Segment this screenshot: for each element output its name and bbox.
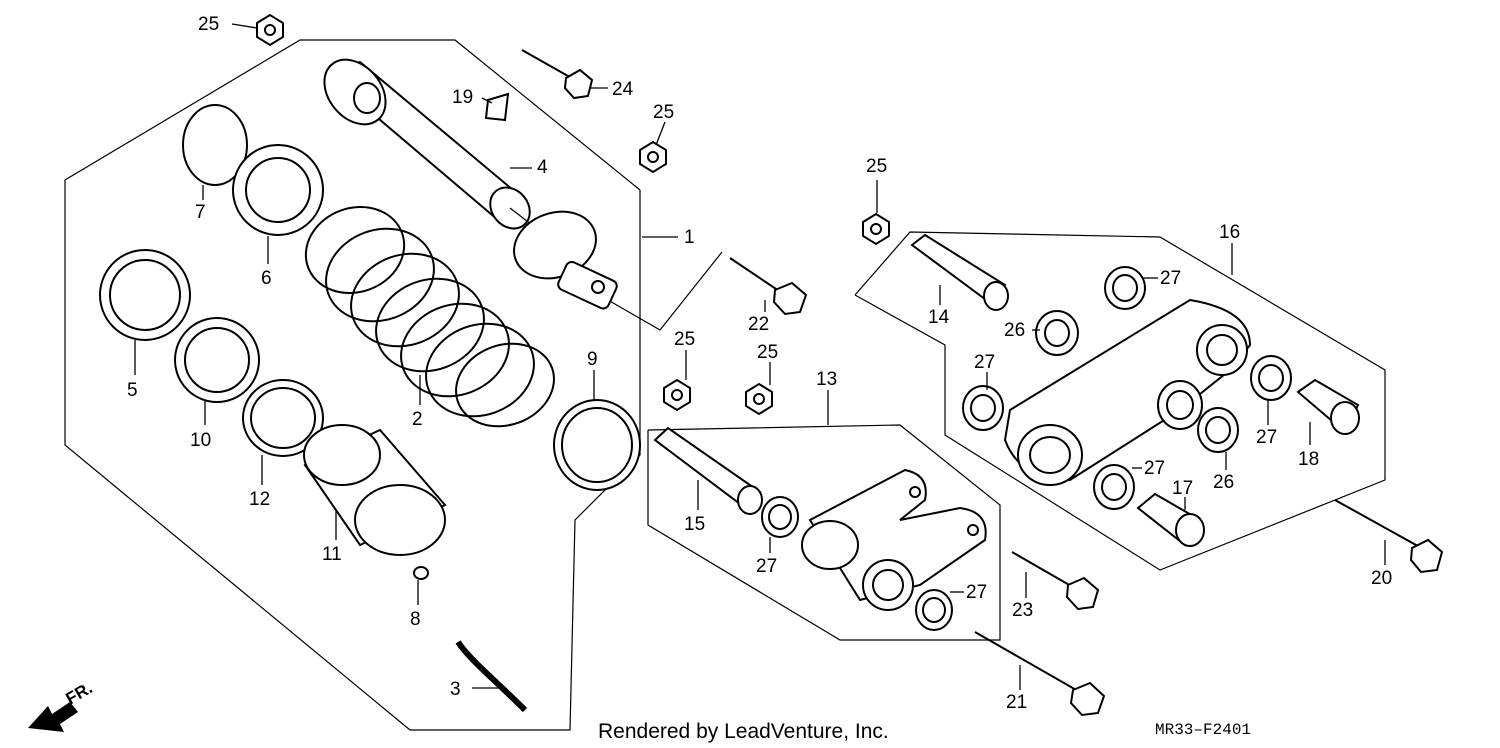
- shock-absorber-part: [323, 58, 618, 310]
- callout-3: 3: [450, 679, 461, 700]
- callout-6: 6: [261, 268, 272, 289]
- callout-20: 20: [1371, 568, 1392, 589]
- bushing-part: [1093, 464, 1135, 510]
- nut-part: [745, 382, 773, 416]
- callout-4: 4: [537, 157, 548, 178]
- callout-25: 25: [653, 102, 674, 123]
- callout-15: 15: [684, 514, 705, 535]
- callout-25: 25: [674, 329, 695, 350]
- callout-25: 25: [866, 156, 887, 177]
- bushing-part: [1250, 355, 1292, 401]
- callout-26: 26: [1004, 320, 1025, 341]
- callout-17: 17: [1172, 478, 1193, 499]
- callout-19: 19: [452, 87, 473, 108]
- seal-part: [553, 399, 641, 491]
- bushing-part: [1197, 407, 1239, 453]
- callout-27: 27: [1144, 458, 1165, 479]
- callout-5: 5: [127, 380, 138, 401]
- callout-27: 27: [966, 582, 987, 603]
- bushing-part: [915, 589, 953, 631]
- nut-part: [663, 378, 691, 412]
- bolt-part-22: [729, 257, 808, 316]
- bushing-part: [1035, 310, 1079, 356]
- callout-2: 2: [412, 409, 423, 430]
- callout-10: 10: [190, 430, 211, 451]
- callout-27: 27: [1256, 427, 1277, 448]
- label-part: [484, 92, 510, 122]
- bolt-part-21: [974, 631, 1106, 717]
- callout-23: 23: [1012, 600, 1033, 621]
- callout-13: 13: [816, 369, 837, 390]
- collar-part-18: [1296, 378, 1360, 435]
- bolt22-bracket: [607, 251, 723, 331]
- bearing-part: [99, 249, 191, 341]
- bushing-part: [962, 385, 1004, 431]
- dust-cover-part: [303, 424, 447, 556]
- callout-9: 9: [587, 349, 598, 370]
- leader-lines: [134, 23, 1386, 690]
- callout-12: 12: [249, 489, 270, 510]
- link-group-outline: [647, 424, 1001, 641]
- callout-labels: 25 24 19 25 4 7 6 1 25 22 5 2 25 25 13 9…: [127, 14, 1392, 713]
- grease-fitting-part: [413, 566, 429, 580]
- callout-27: 27: [1160, 268, 1181, 289]
- collar-part-17: [1136, 492, 1205, 547]
- callout-8: 8: [410, 609, 421, 630]
- collar-part-15: [653, 426, 763, 515]
- callout-18: 18: [1298, 449, 1319, 470]
- shock-link-part: [801, 468, 987, 611]
- collar-part-14: [910, 233, 1009, 311]
- callout-24: 24: [612, 79, 634, 100]
- bolt-part-20: [1334, 499, 1444, 574]
- bolt-part-24: [521, 49, 594, 100]
- hose-part: [455, 640, 528, 713]
- ring-part-10: [174, 317, 260, 403]
- spring-part: [304, 205, 555, 428]
- callout-25: 25: [757, 342, 778, 363]
- diagram-code: MR33–F2401: [1155, 721, 1251, 739]
- bushing-part: [1104, 266, 1146, 310]
- callout-26: 26: [1213, 472, 1234, 493]
- shock-arm-part: [1003, 298, 1252, 486]
- callout-16: 16: [1219, 222, 1240, 243]
- callout-11: 11: [322, 544, 342, 565]
- callout-14: 14: [928, 307, 950, 328]
- callout-21: 21: [1006, 692, 1027, 713]
- bolt-part-23: [1011, 551, 1100, 611]
- callout-22: 22: [748, 314, 769, 335]
- nut-part: [862, 212, 890, 246]
- callout-1: 1: [684, 227, 695, 248]
- callout-27: 27: [974, 352, 995, 373]
- callout-7: 7: [195, 202, 206, 223]
- ring-part-12: [242, 379, 324, 457]
- render-credit: Rendered by LeadVenture, Inc.: [598, 720, 889, 743]
- front-direction-marker: FR.: [28, 678, 96, 732]
- nut-part: [256, 13, 284, 47]
- stopper-ring-part: [182, 104, 248, 186]
- bushing-part: [761, 496, 799, 538]
- front-arrow-icon: [28, 702, 78, 732]
- callout-25: 25: [198, 14, 219, 35]
- nut-part: [639, 140, 667, 174]
- callout-27: 27: [756, 556, 777, 577]
- spring-seat-part: [232, 144, 324, 236]
- arm-group-outline: [854, 231, 1386, 571]
